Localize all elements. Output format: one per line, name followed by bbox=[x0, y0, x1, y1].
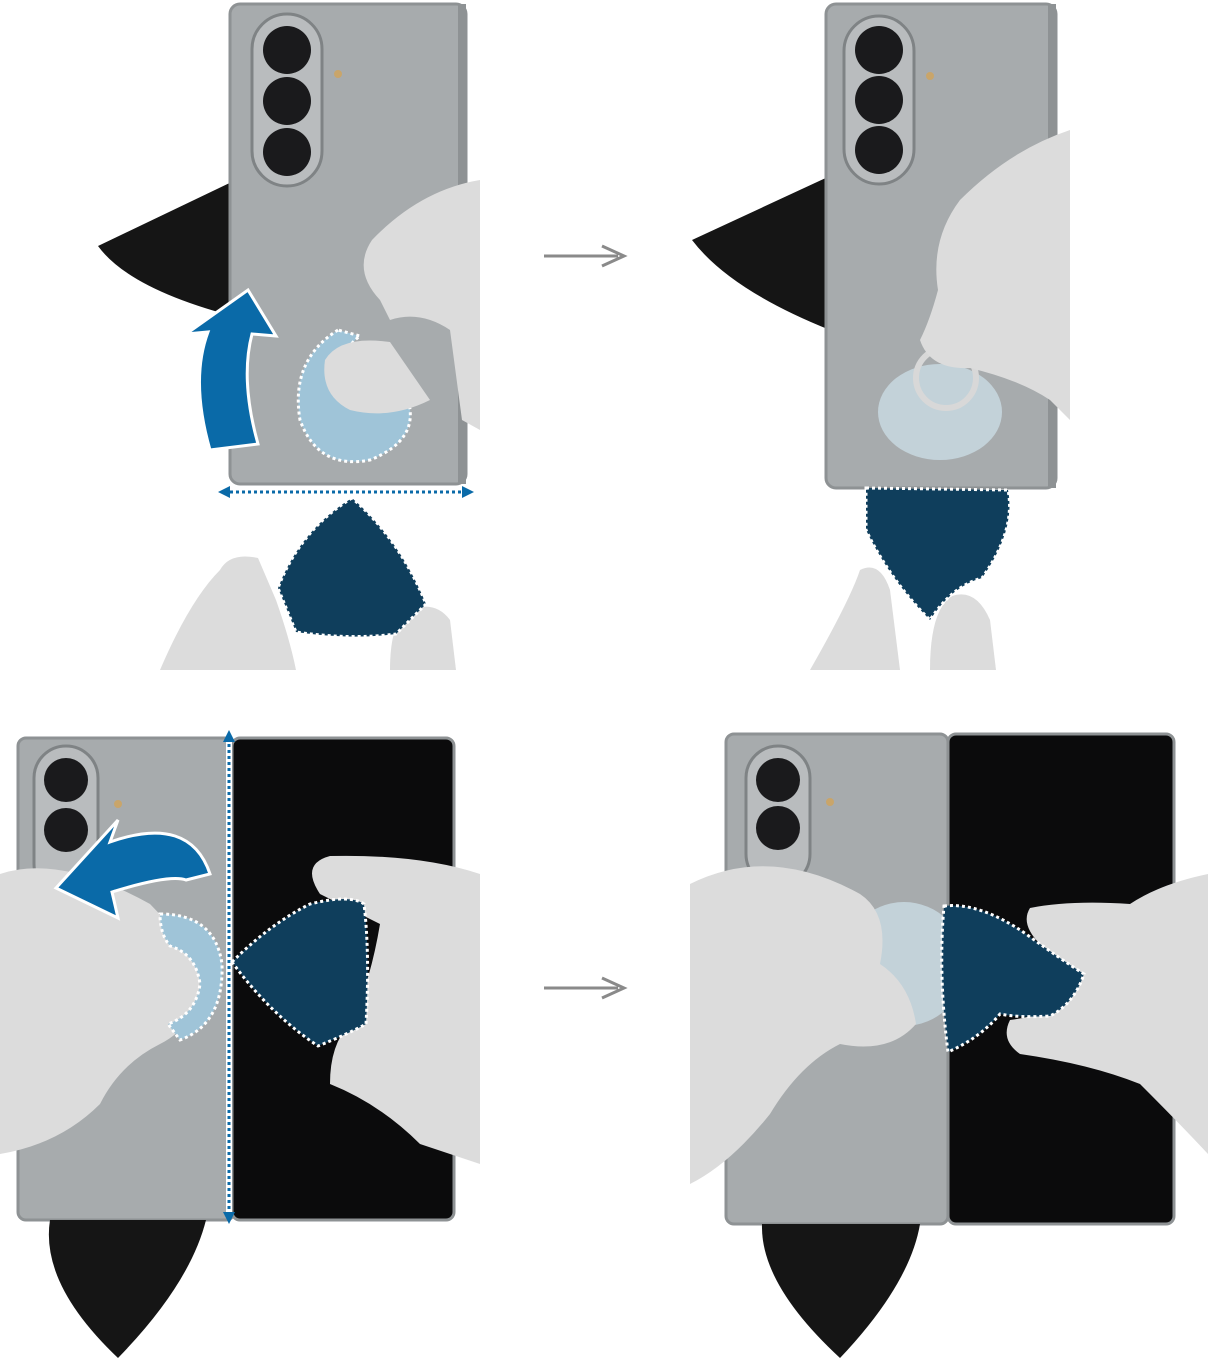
camera-lens bbox=[855, 26, 903, 74]
camera-flash bbox=[826, 798, 834, 806]
camera-flash bbox=[114, 800, 122, 808]
blue-pick bbox=[278, 498, 426, 637]
next-step-arrow-icon bbox=[540, 244, 630, 268]
step-4-svg bbox=[690, 724, 1208, 1364]
camera-lens bbox=[263, 77, 311, 125]
camera-lens bbox=[855, 76, 903, 124]
step-4-illustration bbox=[690, 724, 1208, 1364]
camera-flash bbox=[926, 72, 934, 80]
next-step-arrow-bottom bbox=[540, 976, 630, 1000]
step-2-illustration bbox=[690, 0, 1070, 670]
camera-lens bbox=[44, 808, 88, 852]
black-pick bbox=[49, 1220, 206, 1358]
camera-lens bbox=[756, 806, 800, 850]
glove-hand bbox=[810, 568, 900, 671]
camera-lens bbox=[44, 758, 88, 802]
black-pick bbox=[98, 178, 240, 318]
step-3-illustration bbox=[0, 724, 480, 1364]
camera-flash bbox=[334, 70, 342, 78]
camera-lens bbox=[756, 758, 800, 802]
step-2-svg bbox=[690, 0, 1070, 670]
black-pick bbox=[692, 176, 830, 330]
step-3-svg bbox=[0, 724, 480, 1364]
next-step-arrow-top bbox=[540, 244, 630, 268]
suction-cup bbox=[878, 364, 1002, 460]
double-arrow-horizontal-icon bbox=[218, 486, 474, 498]
camera-lens bbox=[263, 26, 311, 74]
next-step-arrow-icon bbox=[540, 976, 630, 1000]
camera-lens bbox=[855, 126, 903, 174]
step-1-illustration bbox=[90, 0, 480, 670]
black-pick bbox=[762, 1224, 920, 1358]
glove-hand bbox=[160, 557, 296, 671]
camera-lens bbox=[263, 128, 311, 176]
step-1-svg bbox=[90, 0, 480, 670]
